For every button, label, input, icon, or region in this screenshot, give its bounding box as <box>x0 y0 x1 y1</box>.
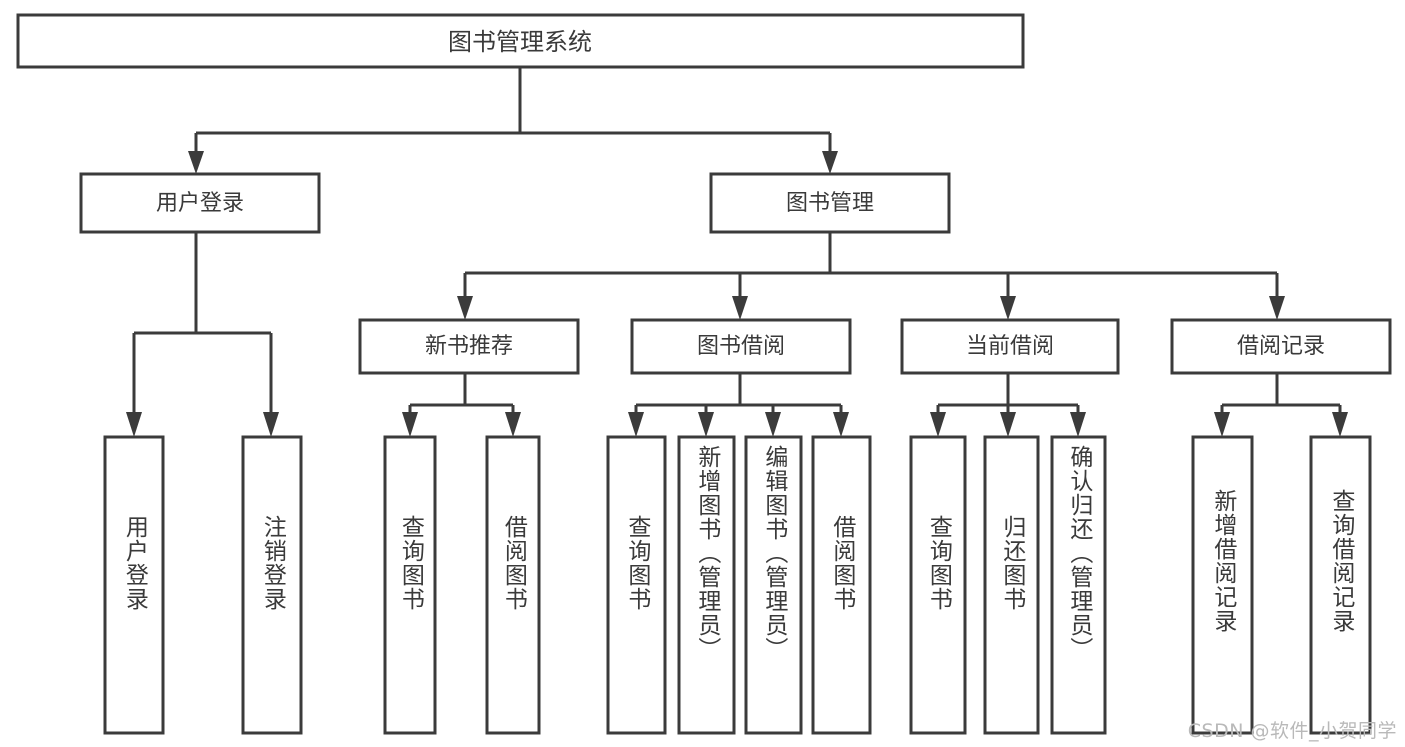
arrowhead-root-to-login <box>188 151 204 174</box>
node-root-label: 图书管理系统 <box>448 28 592 56</box>
node-book-borrow-box[interactable] <box>630 318 852 375</box>
node-user-login[interactable]: 用户登录 <box>79 172 321 234</box>
node-book-management[interactable]: 图书管理 <box>709 172 951 234</box>
leaf-box-edit-book[interactable] <box>744 435 803 735</box>
node-current-borrow-label: 当前借阅 <box>966 334 1054 359</box>
node-current-borrow-box[interactable] <box>900 318 1120 375</box>
node-root[interactable]: 图书管理系统 <box>16 13 1025 69</box>
connector-group-current-borrow <box>930 373 1086 437</box>
connector-group-book-management <box>457 232 1285 320</box>
leaf-box-add-book[interactable] <box>677 435 736 735</box>
leaf-box-query-book-3[interactable] <box>909 435 967 735</box>
arrowhead-root-to-bookmgmt <box>822 151 838 174</box>
arrowhead-bookmgmt-c3 <box>1000 296 1016 320</box>
leaf-box-borrow-book-2[interactable] <box>811 435 872 735</box>
arrowhead-newbook-l2 <box>505 412 521 437</box>
arrowhead-login-l2 <box>263 412 279 437</box>
watermark-text: CSDN @软件_小贺同学 <box>1187 720 1397 742</box>
arrowhead-bookmgmt-c2 <box>732 296 748 320</box>
leaf-box-add-borrow-record[interactable] <box>1191 435 1254 735</box>
node-new-book-recommend[interactable]: 新书推荐 <box>358 318 580 375</box>
leaf-box-query-book-1[interactable] <box>383 435 437 735</box>
leaf-box-confirm-return[interactable] <box>1050 435 1107 735</box>
arrowhead-bookmgmt-c1 <box>457 296 473 320</box>
connector-group-user-login <box>126 232 279 437</box>
leaf-box-query-borrow-record[interactable] <box>1309 435 1372 735</box>
node-book-management-label: 图书管理 <box>786 191 874 216</box>
arrowhead-bookborrow-l4 <box>833 412 849 437</box>
leaf-box-query-book-2[interactable] <box>606 435 667 735</box>
arrowhead-bookborrow-l2 <box>698 412 714 437</box>
leaf-box-borrow-book-1[interactable] <box>485 435 541 735</box>
connector-group-root <box>188 67 838 174</box>
arrowhead-borrowrecord-l1 <box>1214 412 1230 437</box>
arrowhead-currentborrow-l3 <box>1070 412 1086 437</box>
node-root-box[interactable] <box>16 13 1025 69</box>
arrowhead-currentborrow-l1 <box>930 412 946 437</box>
arrowhead-newbook-l1 <box>402 412 418 437</box>
arrowhead-borrowrecord-l2 <box>1332 412 1348 437</box>
node-book-borrow[interactable]: 图书借阅 <box>630 318 852 375</box>
node-book-management-box[interactable] <box>709 172 951 234</box>
connector-group-borrow-record <box>1214 373 1348 437</box>
node-borrow-record[interactable]: 借阅记录 <box>1170 318 1392 375</box>
connector-group-book-borrow <box>628 373 849 437</box>
node-book-borrow-label: 图书借阅 <box>697 334 785 359</box>
node-borrow-record-box[interactable] <box>1170 318 1392 375</box>
node-borrow-record-label: 借阅记录 <box>1237 334 1325 359</box>
node-new-book-recommend-label: 新书推荐 <box>425 334 513 359</box>
connector-group-new-book <box>402 373 521 437</box>
node-user-login-label: 用户登录 <box>156 191 244 216</box>
node-user-login-box[interactable] <box>79 172 321 234</box>
arrowhead-currentborrow-l2 <box>1000 412 1016 437</box>
arrowhead-bookborrow-l1 <box>628 412 644 437</box>
leaf-box-return-book[interactable] <box>983 435 1040 735</box>
node-current-borrow[interactable]: 当前借阅 <box>900 318 1120 375</box>
arrowhead-bookmgmt-c4 <box>1269 296 1285 320</box>
arrowhead-bookborrow-l3 <box>765 412 781 437</box>
arrowhead-login-l1 <box>126 412 142 437</box>
leaf-box-logout[interactable] <box>241 435 303 735</box>
node-new-book-recommend-box[interactable] <box>358 318 580 375</box>
leaf-box-user-login[interactable] <box>103 435 165 735</box>
